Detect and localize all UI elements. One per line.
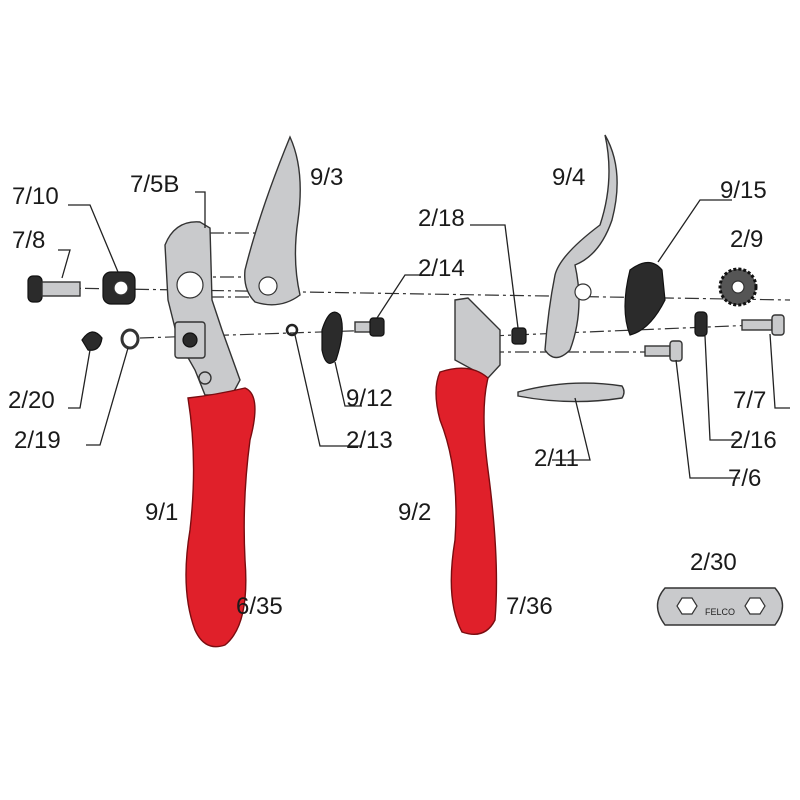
nut-2-18 [511, 327, 527, 345]
label-2-30: 2/30 [690, 549, 737, 576]
label-2-14: 2/14 [418, 255, 465, 282]
nut-7-10 [102, 271, 136, 305]
right-handle-9-2 [435, 297, 501, 635]
blade-9-4 [544, 134, 618, 359]
bolt-7-8 [27, 275, 81, 303]
plate-9-15 [624, 261, 666, 336]
felco-logo: FELCO [705, 607, 735, 617]
blade-9-3 [244, 135, 301, 306]
washer-2-19 [120, 328, 140, 350]
label-2-13: 2/13 [346, 427, 393, 454]
washer-2-13 [285, 323, 299, 337]
label-9-2: 9/2 [398, 499, 431, 526]
label-7-8: 7/8 [12, 227, 45, 254]
label-2-19: 2/19 [14, 427, 61, 454]
label-2-9: 2/9 [730, 226, 763, 253]
leader-lines [58, 191, 790, 479]
label-7-6: 7/6 [728, 465, 761, 492]
label-7-36: 7/36 [506, 593, 553, 620]
label-9-4: 9/4 [552, 164, 585, 191]
label-7-7: 7/7 [733, 387, 766, 414]
label-2-18: 2/18 [418, 205, 465, 232]
label-9-1: 9/1 [145, 499, 178, 526]
label-2-16: 2/16 [730, 427, 777, 454]
label-7-5b: 7/5B [130, 171, 179, 198]
left-handle-9-1 [164, 221, 256, 648]
wrench-2-30: FELCO [656, 587, 784, 626]
screw-2-14 [354, 317, 385, 337]
screw-7-6 [644, 340, 683, 362]
part-labels: 7/10 7/8 7/5B 9/3 9/4 9/15 2/9 2/18 2/14… [8, 164, 777, 620]
nut-2-9 [718, 267, 758, 307]
spring-2-11 [517, 382, 625, 403]
cap-2-20 [81, 331, 103, 351]
spring-plate-9-12 [321, 311, 343, 364]
label-6-35: 6/35 [236, 593, 283, 620]
label-2-20: 2/20 [8, 387, 55, 414]
label-2-11: 2/11 [534, 445, 579, 472]
bolt-7-7 [741, 314, 785, 336]
label-9-12: 9/12 [346, 385, 393, 412]
label-7-10: 7/10 [12, 183, 59, 210]
lever-2-16 [694, 311, 708, 337]
label-9-3: 9/3 [310, 164, 343, 191]
label-9-15: 9/15 [720, 177, 767, 204]
